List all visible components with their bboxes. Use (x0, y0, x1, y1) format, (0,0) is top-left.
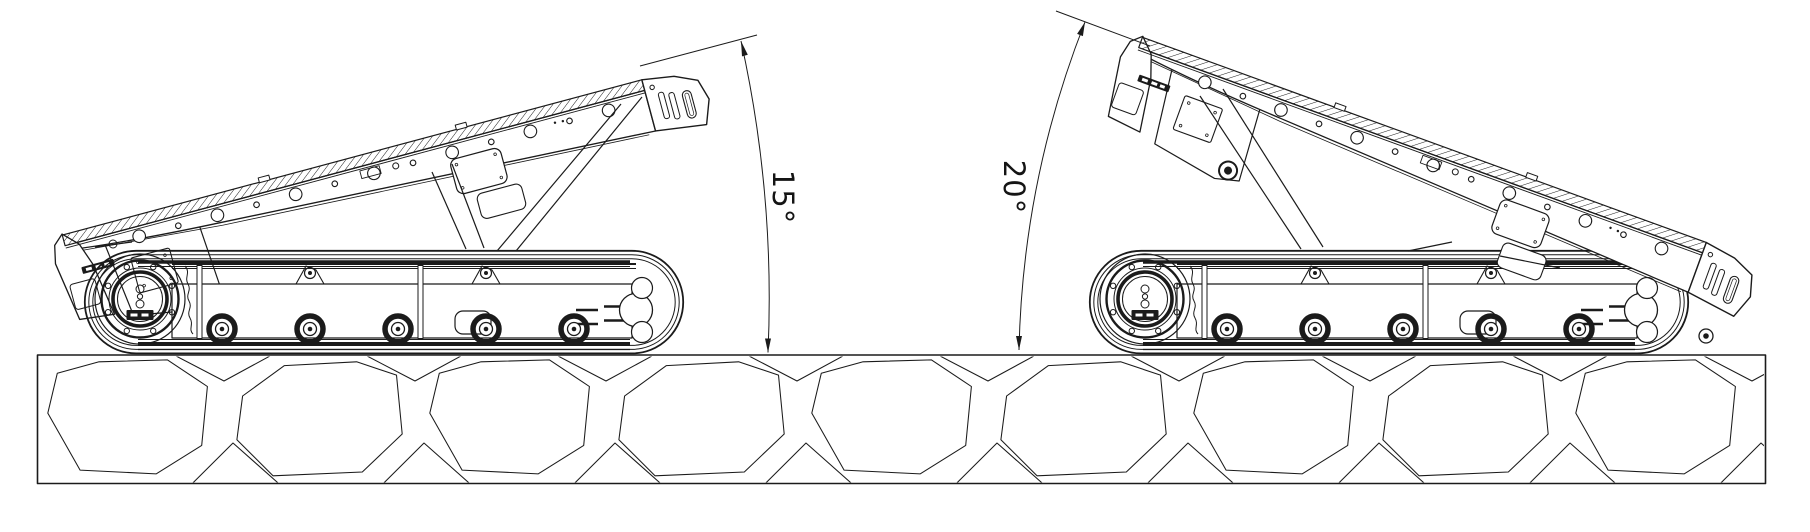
arrowhead-icon (1077, 22, 1085, 37)
arrowhead-icon (1016, 336, 1022, 350)
vehicle-left (46, 58, 729, 354)
tip-roller-hub (1703, 333, 1709, 339)
angle-label-15: 15° (766, 170, 800, 224)
ground-surface (36, 354, 1767, 485)
angle-label-20: 20° (997, 160, 1031, 214)
stone-texture (47, 356, 1764, 483)
angle-dimension-20: 20° (997, 10, 1151, 351)
angle-dimension-15: 15° (639, 34, 800, 353)
vehicle-right (1090, 27, 1766, 366)
arrowhead-icon (765, 338, 771, 353)
track-unit-left (85, 251, 683, 354)
dimension-arc (1018, 21, 1086, 351)
deck-support-struts-left (94, 96, 643, 252)
track-unit-right (1090, 251, 1688, 354)
deck-support-struts-right (1199, 88, 1561, 269)
extension-line (639, 34, 758, 67)
extension-line (1055, 10, 1151, 47)
ground-band (36, 354, 1767, 485)
hinge-pin (108, 239, 118, 249)
dimension-arc (740, 40, 770, 353)
arrowhead-icon (741, 41, 748, 57)
